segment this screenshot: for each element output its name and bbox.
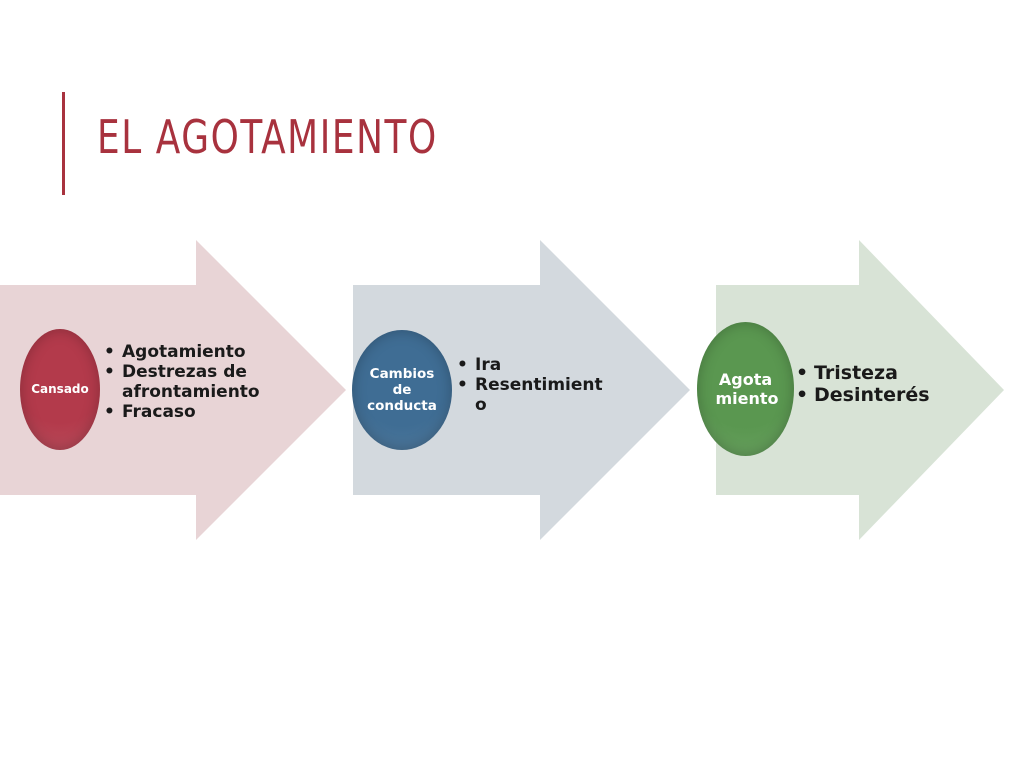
stage-2-circle: Cambios de conducta xyxy=(352,330,452,450)
stage-1-bullet: Fracaso xyxy=(104,402,274,422)
stage-1-bullet: Agotamiento xyxy=(104,342,274,362)
stage-1-circle: Cansado xyxy=(20,329,100,450)
stage-1-bullets: Agotamiento Destrezas de afrontamiento F… xyxy=(104,342,274,422)
stage-3-circle: Agota miento xyxy=(697,322,794,456)
stage-3-label: Agota miento xyxy=(715,369,779,408)
stage-1-bullet: Destrezas de afrontamiento xyxy=(104,362,274,402)
stage-2-label: Cambios de conducta xyxy=(367,365,437,415)
slide-title: EL AGOTAMIENTO xyxy=(97,110,438,164)
stage-3-bullet: Tristeza xyxy=(796,362,956,385)
stage-3-bullets: Tristeza Desinterés xyxy=(796,362,956,407)
stage-2-bullet: Resentimient o xyxy=(457,375,607,415)
stage-2-bullets: Ira Resentimient o xyxy=(457,355,607,415)
stage-3-bullet: Desinterés xyxy=(796,384,956,407)
stage-2-bullet: Ira xyxy=(457,355,607,375)
stage-1-label: Cansado xyxy=(31,382,89,397)
title-accent-bar xyxy=(62,92,65,195)
